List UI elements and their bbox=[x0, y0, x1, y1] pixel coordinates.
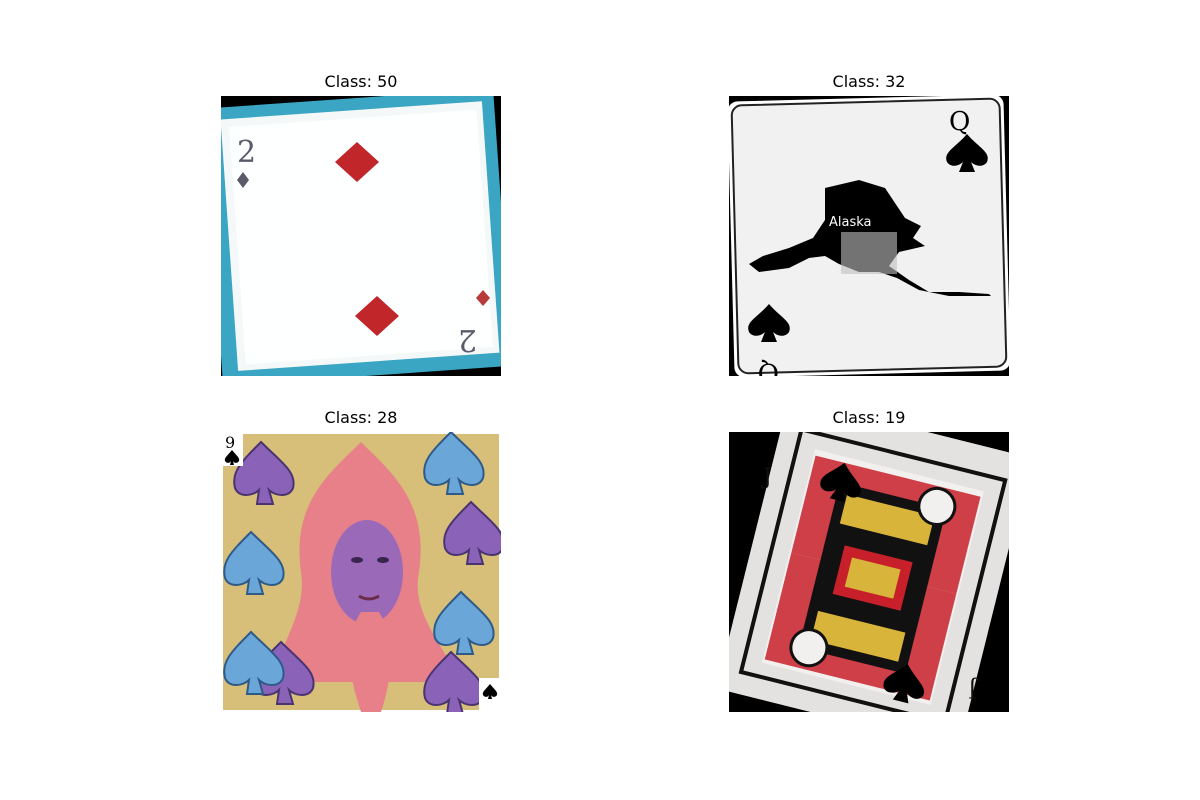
card-rank-bottom: Q bbox=[758, 357, 779, 376]
panel-3-image: 9 6 bbox=[221, 432, 501, 712]
spade-bottom-icon bbox=[482, 684, 498, 699]
spade-bottom-icon bbox=[883, 664, 924, 704]
two-of-diamonds-card-image: 2 2 bbox=[221, 96, 501, 376]
card-rank-top: 9 bbox=[225, 433, 235, 452]
card-rank-bottom: 2 bbox=[458, 322, 477, 357]
spade-top-icon bbox=[946, 134, 988, 172]
panel-3-title: Class: 28 bbox=[324, 408, 398, 427]
diamond-pip-top-icon bbox=[335, 142, 379, 182]
panel-4-title: Class: 19 bbox=[832, 408, 906, 427]
map-label: Alaska bbox=[829, 215, 872, 230]
panel-4-image: J J bbox=[729, 432, 1009, 712]
diamond-pip-bottom-icon bbox=[355, 296, 399, 336]
purple-face-shape bbox=[331, 520, 403, 624]
card-rank-top: Q bbox=[949, 107, 970, 137]
panel-1-title: Class: 50 bbox=[324, 72, 398, 91]
small-diamond-bottom-icon bbox=[476, 290, 490, 306]
panel-2-title: Class: 32 bbox=[832, 72, 906, 91]
panel-1-image: 2 2 bbox=[221, 96, 501, 376]
small-diamond-top-icon bbox=[237, 172, 249, 188]
card-rank-bottom: 6 bbox=[485, 708, 495, 712]
queen-of-spades-card-image: Q Q Alaska bbox=[729, 96, 1009, 376]
card-rank-bottom: J bbox=[968, 676, 979, 701]
nine-of-spades-illustrated-card-image: 9 6 bbox=[221, 432, 501, 712]
card-rank-top: 2 bbox=[237, 135, 256, 170]
spade-bottom-icon bbox=[748, 304, 790, 342]
panel-2-image: Q Q Alaska bbox=[729, 96, 1009, 376]
card-rank-top: J bbox=[761, 465, 772, 490]
spade-top-icon bbox=[224, 450, 240, 465]
spade-top-icon bbox=[820, 462, 861, 503]
jack-of-spades-card-image: J J bbox=[729, 432, 1009, 712]
